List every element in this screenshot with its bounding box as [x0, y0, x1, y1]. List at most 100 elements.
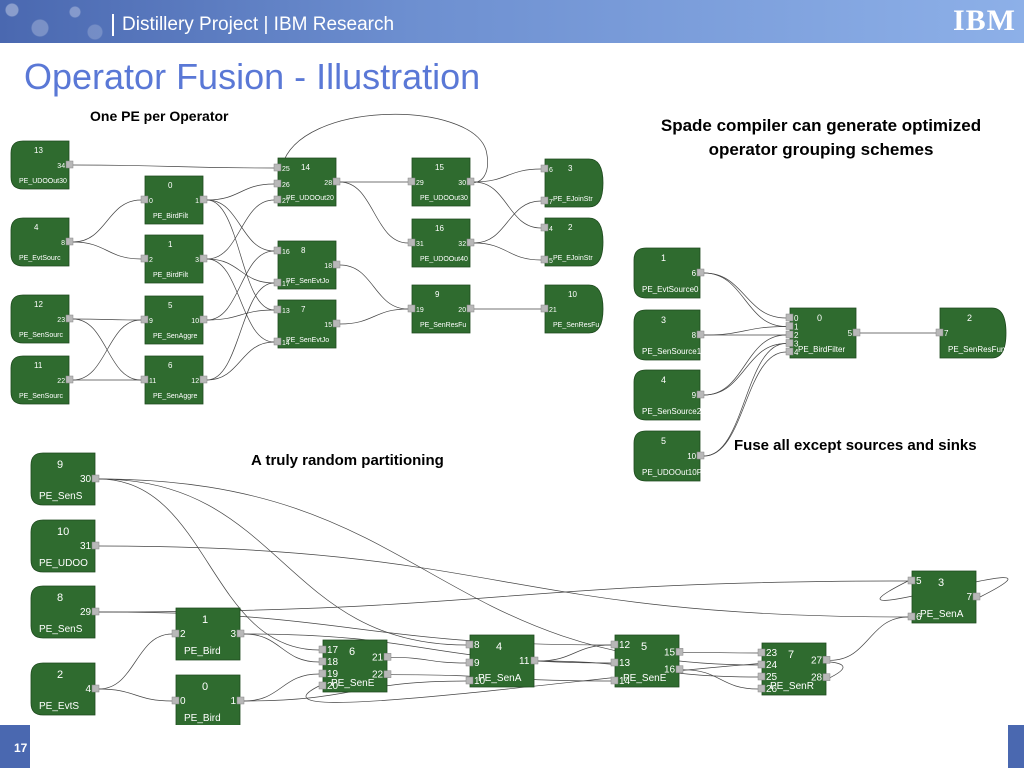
output-port [530, 656, 539, 665]
output-port [332, 319, 341, 328]
port-label: 27 [282, 198, 290, 205]
input-port [757, 672, 766, 681]
header-separator [112, 14, 114, 36]
input-port [273, 195, 282, 204]
node-shape [277, 240, 337, 290]
port-label: 10 [191, 318, 199, 325]
node-id: 0 [168, 181, 173, 190]
input-port [273, 278, 282, 287]
edge [703, 272, 787, 319]
input-port [757, 660, 766, 669]
node-shape [544, 217, 604, 267]
input-port [610, 640, 619, 649]
output-port [466, 304, 475, 313]
port-label: 8 [692, 331, 697, 340]
edge [703, 343, 787, 457]
output-port [236, 629, 245, 638]
node-label: PE_UDOO [39, 558, 88, 569]
node-label: PE_SenAggre [153, 333, 197, 340]
port-label: 18 [324, 263, 332, 270]
port-label: 22 [57, 378, 65, 385]
port-label: 25 [766, 672, 778, 683]
input-port [757, 648, 766, 657]
port-label: 30 [458, 180, 466, 187]
node-id: 8 [57, 592, 63, 604]
node-shape [30, 519, 96, 573]
port-label: 10 [474, 676, 486, 687]
edge [206, 250, 275, 321]
node-shape [633, 247, 701, 299]
node-id: 4 [34, 223, 39, 232]
edge [243, 633, 320, 663]
node-id: 3 [568, 164, 573, 173]
output-port [822, 673, 831, 681]
output-port [332, 177, 341, 186]
edge [206, 183, 275, 201]
edge [98, 633, 173, 690]
port-label: 1 [231, 696, 237, 707]
node-shape [144, 234, 204, 284]
input-port [171, 696, 180, 705]
port-label: 34 [57, 163, 65, 170]
input-port [785, 347, 794, 356]
edge [281, 114, 488, 183]
input-port [610, 676, 619, 685]
port-label: 10 [687, 452, 696, 461]
node-shape [614, 634, 680, 688]
port-label: 14 [619, 676, 631, 687]
node-id: 0 [817, 313, 822, 323]
port-label: 4 [549, 226, 553, 233]
node-id: 9 [57, 459, 63, 471]
node-shape [10, 355, 70, 405]
port-label: 7 [549, 199, 553, 206]
node-label: PE_UDOOut20 [286, 195, 334, 202]
node-label: PE_SenS [39, 491, 83, 502]
input-port [540, 223, 549, 232]
port-label: 15 [664, 647, 676, 658]
input-port [540, 304, 549, 313]
node-id: 10 [57, 526, 69, 538]
node-id: 13 [34, 146, 43, 155]
port-label: 28 [811, 673, 823, 684]
port-label: 8 [61, 240, 65, 247]
port-label: 3 [231, 629, 237, 640]
header-decoration [0, 0, 110, 43]
node-shape [633, 430, 701, 482]
node-label: PE_SenResFu [420, 322, 466, 329]
input-port [273, 246, 282, 255]
node-shape [911, 570, 977, 624]
edge [829, 616, 909, 661]
output-port [199, 254, 208, 263]
port-label: 8 [474, 640, 480, 651]
output-port [199, 315, 208, 324]
node-id: 2 [568, 223, 573, 232]
edge [703, 334, 787, 396]
output-port [696, 390, 705, 399]
node-label: PE_SenEvtJo [286, 337, 329, 344]
edge [339, 308, 409, 325]
output-port [383, 653, 392, 661]
node-shape [175, 607, 241, 661]
output-port [65, 237, 74, 246]
input-port [140, 375, 149, 384]
node-shape [144, 355, 204, 405]
